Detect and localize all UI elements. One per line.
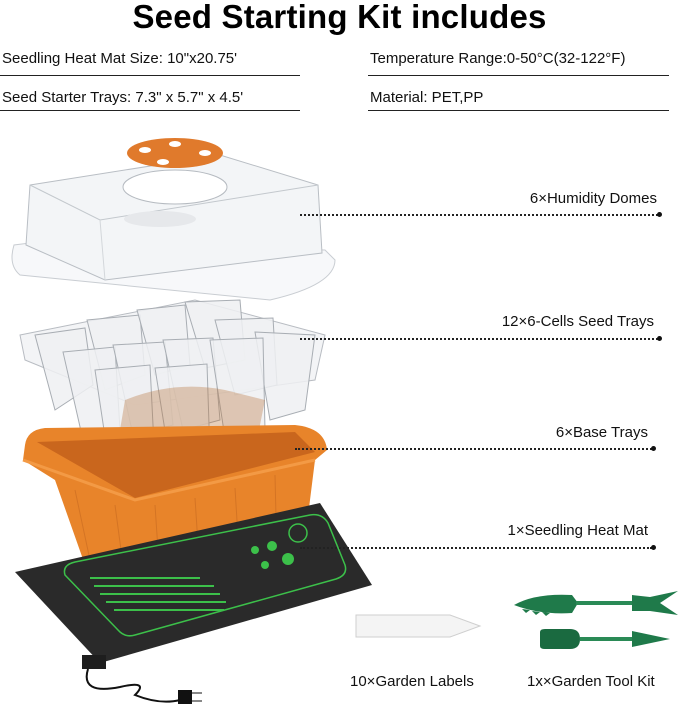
accessory-garden-labels: 10×Garden Labels [350,673,474,690]
leader-dot [657,212,662,217]
spec-heat-mat-size: Seedling Heat Mat Size: 10"x20.75' [2,50,237,67]
accessory-garden-tool-kit: 1x×Garden Tool Kit [527,673,655,690]
page-title: Seed Starting Kit includes [132,0,547,35]
callout-base-trays: 6×Base Trays [555,424,648,441]
spec-temperature-range: Temperature Range:0-50°C(32-122°F) [370,50,626,67]
leader-line [300,214,658,216]
leader-line [300,338,658,340]
spec-divider [0,110,300,111]
leader-line [295,448,652,450]
spec-divider [0,75,300,76]
garden-tools-illustration [514,591,678,649]
heat-mat-illustration [15,503,372,704]
callout-heat-mat: 1×Seedling Heat Mat [507,522,648,539]
callout-seed-trays: 12×6-Cells Seed Trays [501,313,654,330]
spec-divider [368,75,669,76]
leader-line [300,547,652,549]
leader-dot [657,336,662,341]
spec-tray-size: Seed Starter Trays: 7.3" x 5.7" x 4.5' [2,89,244,106]
garden-label-illustration [355,614,482,638]
spec-divider [368,110,669,111]
humidity-dome-illustration [11,138,336,301]
leader-dot [651,545,656,550]
seed-cell-tray-illustration [19,299,326,470]
leader-dot [651,446,656,451]
callout-humidity-domes: 6×Humidity Domes [529,190,657,207]
spec-material: Material: PET,PP [370,89,484,106]
